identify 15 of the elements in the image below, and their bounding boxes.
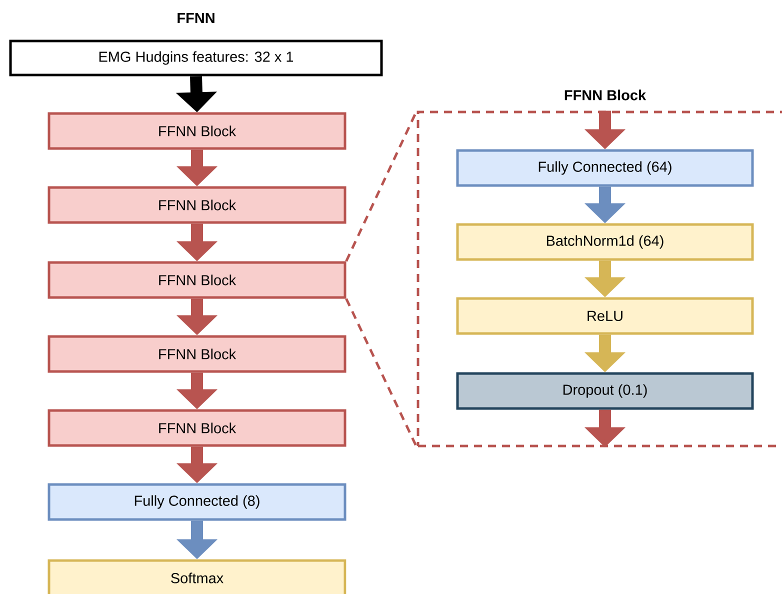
layer-box: Softmax xyxy=(48,559,346,594)
input-box: EMG Hudgins features: 32 x 1 xyxy=(9,40,383,76)
layer-box: Fully Connected (8) xyxy=(48,483,346,521)
layer-box: ReLU xyxy=(456,297,754,335)
layer-box: Fully Connected (64) xyxy=(456,149,754,187)
block-box: FFNN Block xyxy=(48,335,346,373)
layer-box: Dropout (0.1) xyxy=(456,372,754,410)
block-box: FFNN Block xyxy=(48,261,346,299)
block-box: FFNN Block xyxy=(48,409,346,447)
node-label: FFNN Block xyxy=(564,90,646,100)
title: FFNN xyxy=(178,13,214,23)
block-box: FFNN Block xyxy=(48,112,346,150)
layer-box: BatchNorm1d (64) xyxy=(456,223,754,261)
block-box: FFNN Block xyxy=(48,186,346,224)
zoom-line xyxy=(345,298,418,448)
